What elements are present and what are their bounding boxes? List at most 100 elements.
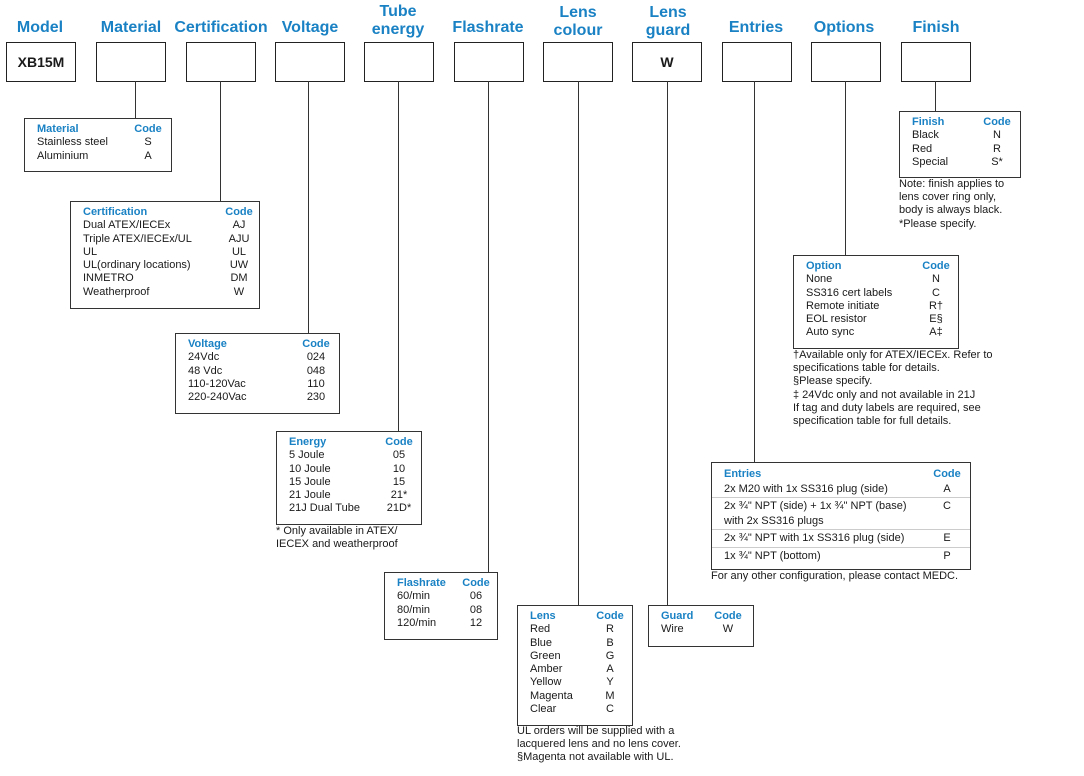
connector-certification [220,81,221,201]
certification-table-head: Certification [83,206,148,218]
row-code: 110 [307,377,325,390]
connector-energy [398,81,399,431]
note-line: *Please specify. [899,217,977,230]
row-code: UL [231,245,247,258]
row-label: Triple ATEX/IECEx/UL [83,232,192,245]
lens-table-head: Lens [530,610,556,622]
row-label: 24Vdc [188,351,220,364]
connector-guard [667,81,668,605]
row-divider [712,529,970,530]
row-code: UW [229,259,249,272]
flashrate-table-head: Flashrate [397,577,446,589]
row-code: R† [928,299,944,312]
row-code: C [943,500,951,512]
row-label: 21 Joule [289,489,331,502]
row-divider [712,497,970,498]
lens-note: UL orders will be supplied with a lacque… [517,725,681,765]
note-line: Note: finish applies to [899,178,1005,190]
row-code: 15 [392,475,406,488]
option-table-head: Option [806,260,842,272]
energy-table-code-head: Code [385,436,413,448]
header-certification: Certification [174,19,268,36]
row-label: Green [530,649,561,662]
table-row: 2x M20 with 1x SS316 plug (side) A [712,482,970,497]
field-flashrate [454,42,524,82]
field-voltage [275,42,345,82]
row-code: M [605,689,615,702]
table-row: Triple ATEX/IECEx/UL AJU [71,233,259,246]
row-code: W [233,285,245,298]
row-code: AJU [228,232,250,245]
row-code: W [722,623,734,636]
field-finish [901,42,971,82]
row-label: Stainless steel [37,136,108,149]
material-table-head: Material [37,123,79,135]
row-code: 21* [390,489,408,502]
finish-note: Note: finish applies to lens cover ring … [899,178,1004,231]
row-code: R [606,623,614,636]
note-line: If tag and duty labels are required, see [793,401,981,414]
note-line: lens cover ring only, [899,191,997,204]
row-code: 230 [306,391,326,404]
row-label: 60/min [397,590,431,603]
table-row: 21 Joule 21* [277,489,421,502]
table-row: 60/min 06 [385,590,497,603]
field-lens-colour [543,42,613,82]
row-code: 10 [392,462,406,475]
row-code: A [943,482,951,495]
field-material [96,42,166,82]
row-label: Special [912,155,949,168]
row-label: Weatherproof [83,285,150,298]
connector-finish [935,81,936,111]
voltage-table-code-head: Code [302,338,330,350]
row-label: Wire [661,623,684,636]
row-code: 06 [469,590,483,603]
field-lens-guard: W [632,42,702,82]
row-code: 21D* [386,502,412,515]
header-finish: Finish [912,19,960,36]
row-label: UL [83,245,98,258]
row-code: E§ [929,313,943,326]
table-row: UL(ordinary locations) UW [71,259,259,272]
header-lens-guard: Lens guard [645,4,691,39]
connector-voltage [308,81,309,333]
row-label: 5 Joule [289,449,325,462]
row-code: C [606,703,614,716]
row-code: E [943,532,951,544]
header-lens-colour: Lens colour [553,4,603,39]
row-divider [712,546,970,548]
field-tube-energy [364,42,434,82]
row-label: 2x ¾" NPT with 1x SS316 plug (side) [724,532,905,544]
row-code: 12 [469,616,483,629]
header-entries: Entries [728,19,784,36]
note-line: IECEX and weatherproof [276,538,398,551]
row-label: 220-240Vac [188,391,247,404]
row-code: N [932,273,940,286]
entries-note: For any other configuration, please cont… [711,570,958,583]
row-label: SS316 cert labels [806,286,893,299]
row-code: Y [606,676,614,689]
row-label: 2x M20 with 1x SS316 plug (side) [724,482,888,495]
row-label: UL(ordinary locations) [83,259,191,272]
row-label: 15 Joule [289,475,331,488]
header-flashrate: Flashrate [452,19,524,36]
note-line: For any other configuration, please cont… [711,570,959,582]
option-note: †Available only for ATEX/IECEx. Refer to… [793,349,993,428]
